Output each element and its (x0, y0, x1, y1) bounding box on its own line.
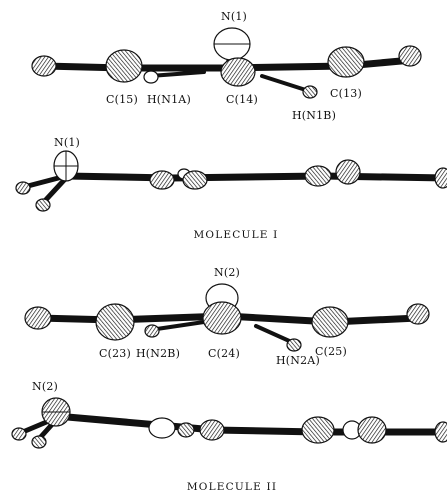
label-c14: C(14) (226, 93, 258, 106)
caption-molecule-2: MOLECULE II (187, 481, 277, 493)
atom-c23 (95, 303, 135, 341)
atom-terminal-right-side (434, 167, 447, 189)
atom-c25-side (301, 416, 335, 444)
label-h-n1a: H(N1A) (147, 93, 191, 106)
atom-h-b (35, 198, 51, 212)
atom-h-n1b (302, 85, 318, 99)
atom-h-n1a (143, 70, 159, 84)
caption-molecule-1: MOLECULE I (193, 229, 278, 241)
atom-terminal-left (24, 306, 52, 330)
atom-h-n2a (286, 338, 302, 352)
molecule-2-top-view: N(2) C(23) H(N2B) C(24) H(N2A) C(25) (24, 266, 430, 367)
label-n1-side: N(1) (54, 136, 80, 149)
label-c25: C(25) (315, 345, 347, 358)
atom-c14 (220, 57, 256, 87)
label-h-n2a: H(N2A) (276, 354, 320, 367)
label-h-n2b: H(N2B) (136, 347, 180, 360)
atom-c13-side (304, 165, 332, 187)
atom-ellipsoids (15, 150, 447, 212)
label-h-n1b: H(N1B) (292, 109, 336, 122)
atom-c14-side (182, 170, 208, 190)
label-n2-top: N(2) (214, 266, 240, 279)
atom-h-a (15, 181, 31, 195)
label-c13: C(13) (330, 87, 362, 100)
atom-h-a (11, 427, 27, 441)
atom-c13 (327, 46, 365, 78)
label-c24: C(24) (208, 347, 240, 360)
molecule-1-top-view: N(1) C(15) H(N1A) C(14) C(13) H(N1B) (31, 10, 422, 122)
molecule-2-side-view: N(2) (11, 380, 447, 449)
atom-c25 (311, 306, 349, 338)
atom-terminal-right (398, 45, 422, 67)
atom-terminal-left (31, 55, 57, 77)
atom-h-n2b (144, 324, 160, 338)
atom-terminal-right-side (434, 421, 447, 443)
atom-c15 (105, 49, 143, 83)
label-n1-top: N(1) (221, 10, 247, 23)
atom-c24-side (199, 419, 225, 441)
atom-c23-side (148, 417, 176, 439)
molecule-1-side-view: N(1) (15, 136, 447, 212)
atom-ellipsoids (31, 27, 422, 99)
atom-h-b (31, 435, 47, 449)
atom-c24 (202, 301, 242, 335)
label-c23: C(23) (99, 347, 131, 360)
label-c15: C(15) (106, 93, 138, 106)
atom-h-n1b-side (335, 159, 361, 185)
atom-ellipsoids (24, 283, 430, 352)
atom-c-side-right (357, 416, 387, 444)
atom-h-n2b-side (177, 422, 195, 438)
label-n2-side: N(2) (32, 380, 58, 393)
atom-ellipsoids (11, 397, 447, 449)
bonds (21, 172, 447, 207)
atom-terminal-right (406, 303, 430, 325)
atom-c15-side (149, 170, 175, 190)
